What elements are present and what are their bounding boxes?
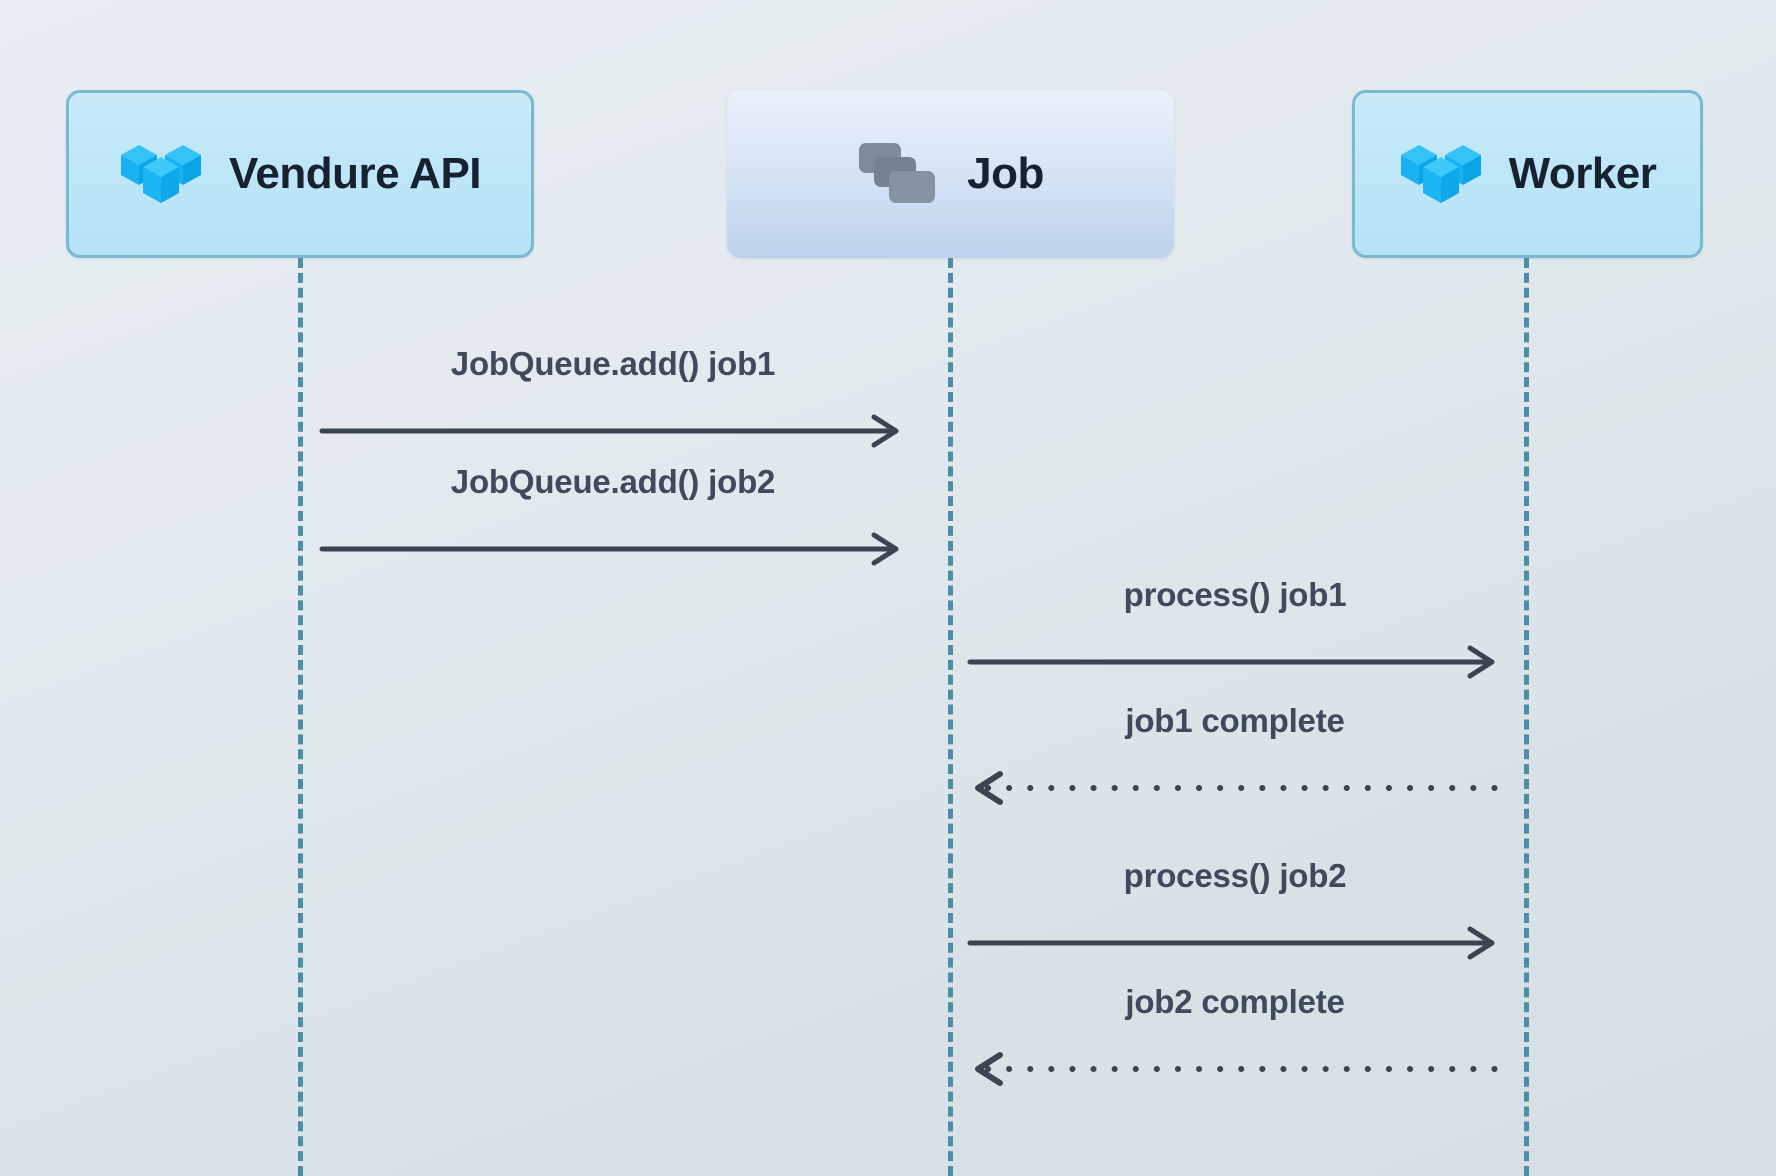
message-label: JobQueue.add() job1 — [450, 345, 776, 382]
participant-worker[interactable]: Worker — [1352, 90, 1703, 258]
message-arrow-dotted-left — [970, 1049, 1503, 1089]
message-label: process() job2 — [1123, 857, 1347, 894]
message-arrow-solid-right — [967, 642, 1500, 682]
vendure-cubes-icon — [119, 137, 203, 211]
participant-label: Job — [967, 149, 1044, 198]
message-label: JobQueue.add() job2 — [450, 463, 776, 500]
participant-label: Vendure API — [228, 149, 482, 198]
lifeline-job — [948, 258, 953, 1176]
message-add-job1: JobQueue.add() job1 — [319, 345, 904, 455]
participant-vendure-api[interactable]: Vendure API — [66, 90, 534, 258]
message-arrow-solid-right — [319, 411, 904, 451]
message-arrow-solid-right — [967, 923, 1500, 963]
message-return-job2: job2 complete — [970, 983, 1503, 1093]
message-arrow-solid-right — [319, 529, 904, 569]
stacked-cards-icon — [857, 139, 941, 209]
message-add-job2: JobQueue.add() job2 — [319, 463, 904, 573]
message-process-job1: process() job1 — [967, 576, 1500, 686]
message-return-job1: job1 complete — [970, 702, 1503, 812]
message-label: process() job1 — [1123, 576, 1347, 613]
message-arrow-dotted-left — [970, 768, 1503, 808]
participant-job[interactable]: Job — [727, 90, 1174, 258]
lifeline-vendure-api — [298, 258, 303, 1176]
message-process-job2: process() job2 — [967, 857, 1500, 967]
participant-label: Worker — [1508, 149, 1657, 198]
message-label: job1 complete — [1125, 702, 1345, 739]
vendure-cubes-icon — [1399, 137, 1483, 211]
lifeline-worker — [1524, 258, 1529, 1176]
message-label: job2 complete — [1125, 983, 1345, 1020]
